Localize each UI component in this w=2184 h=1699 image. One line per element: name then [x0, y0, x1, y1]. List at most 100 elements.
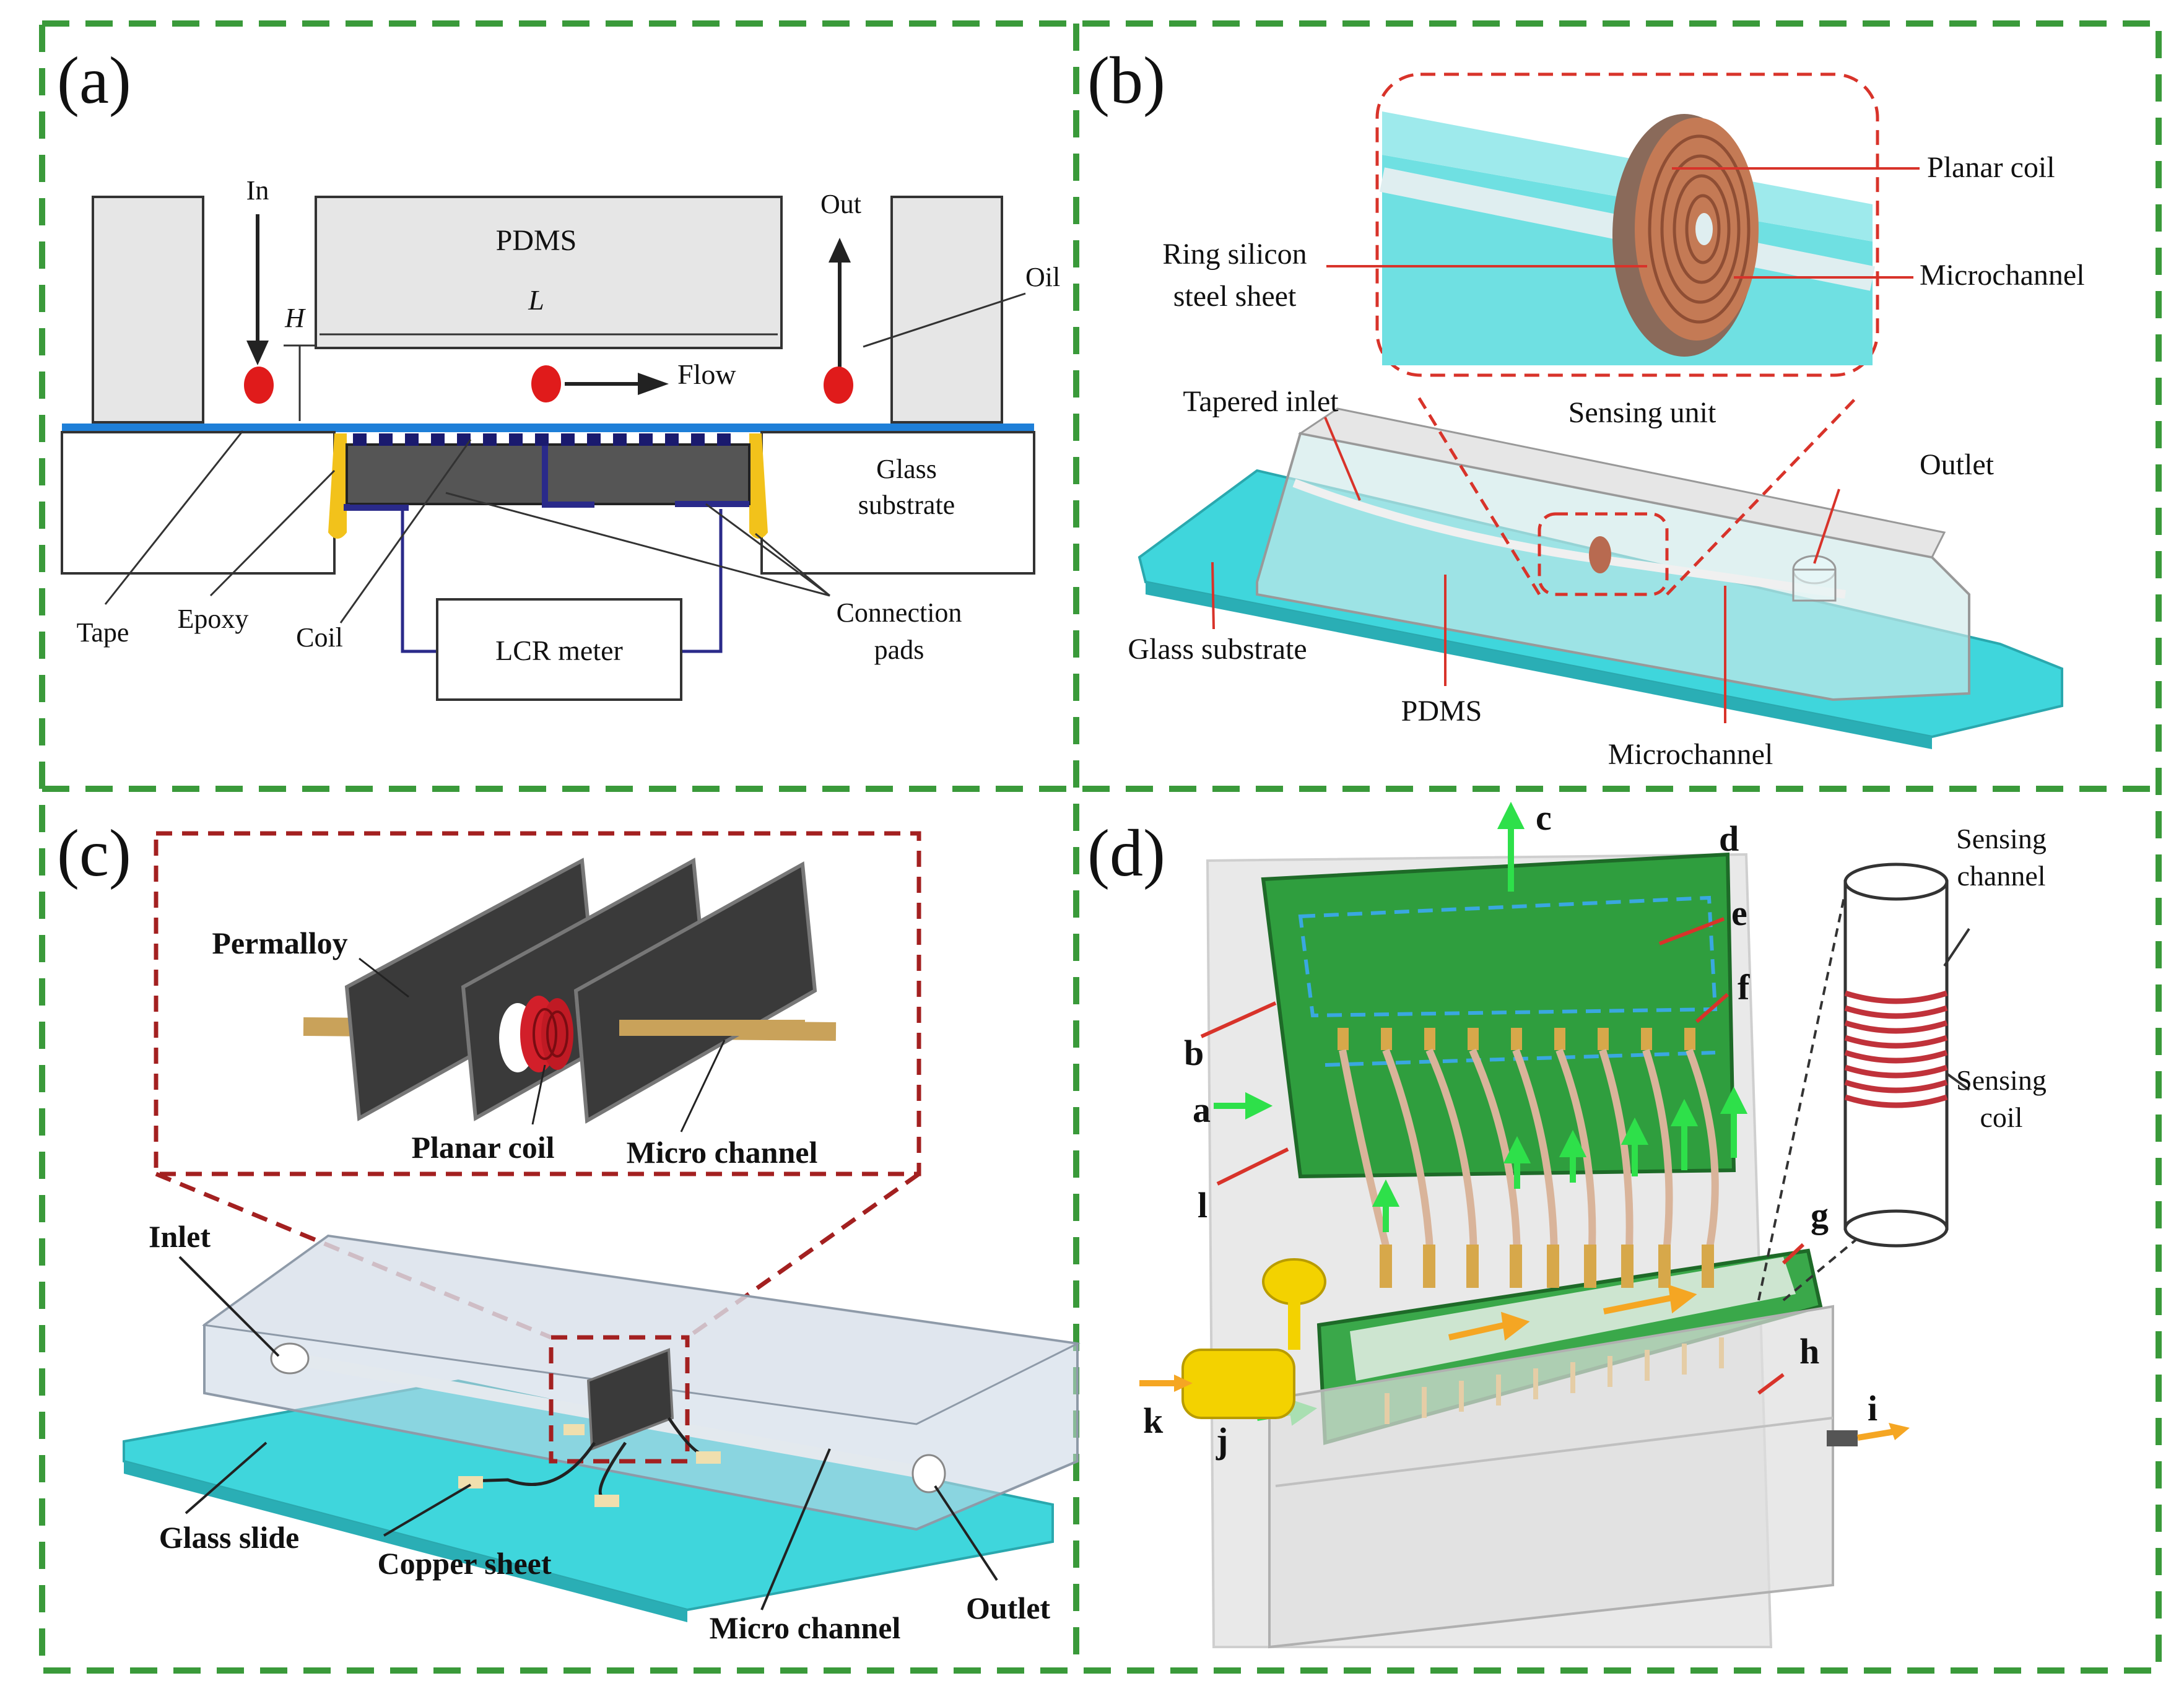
- panel-a-pointers: [104, 430, 830, 624]
- yellow-inlet: [1181, 1349, 1295, 1419]
- zoom-region-b: [1538, 512, 1669, 596]
- ring-label-2: steel sheet: [1173, 280, 1297, 313]
- microchannel-label-bottom: Microchannel: [1608, 738, 1773, 771]
- glass-left: [61, 431, 336, 575]
- pdms-top-b: [1298, 407, 1946, 558]
- letter-b: b: [1184, 1033, 1204, 1073]
- letter-c: c: [1536, 797, 1552, 838]
- outlet-label-b: Outlet: [1920, 448, 1995, 481]
- flow-arrows-orange: [1448, 1284, 1697, 1341]
- letter-e: e: [1731, 893, 1747, 933]
- letter-a: a: [1193, 1090, 1211, 1130]
- permalloy-label: Permalloy: [212, 926, 347, 960]
- epoxy-left: [328, 433, 347, 539]
- coil-label: Coil: [296, 622, 343, 653]
- letter-d: d: [1719, 819, 1739, 859]
- flow-arrow-head: [638, 373, 669, 395]
- coil-rings: [1648, 134, 1751, 324]
- coil-turns: [353, 433, 731, 446]
- microchannel-label-top: Microchannel: [1920, 259, 2085, 292]
- panel-b: (b): [1087, 44, 2085, 771]
- planar-coil-label-c: Planar coil: [411, 1130, 554, 1165]
- permalloy-plate-3: [573, 861, 817, 1124]
- panel-d: (d): [1087, 797, 2047, 1649]
- inlet-opening: [270, 1342, 310, 1375]
- lcr-meter: [436, 598, 682, 701]
- zoom-lines-d: [1757, 891, 1859, 1301]
- glass-right: [760, 431, 1035, 575]
- panel-b-pointers: [1211, 167, 1920, 723]
- right-block: [890, 196, 1003, 424]
- out-arrow-head: [829, 238, 851, 263]
- sensing-channel-label-1: Sensing: [1956, 823, 2047, 854]
- small-coil-b: [1589, 536, 1611, 573]
- letter-k: k: [1143, 1401, 1164, 1441]
- pcb-dashed-region: [1298, 895, 1718, 1018]
- pdms-label: PDMS: [496, 224, 577, 257]
- zoom-region-c: [549, 1335, 690, 1464]
- height-label: H: [284, 303, 306, 333]
- copper-wire-1: [470, 1441, 596, 1486]
- oil-pointer: [863, 292, 1026, 348]
- panel-d-tag: (d): [1087, 817, 1165, 890]
- panel-c-tag: (c): [57, 817, 131, 890]
- small-plate-c: [586, 1348, 674, 1451]
- copper-pad-1: [458, 1476, 483, 1488]
- panel-borders: [39, 20, 2162, 1674]
- sensing-channel-label-2: channel: [1957, 860, 2045, 892]
- pads-label-1: Connection: [837, 597, 962, 628]
- zoom-lines-b: [1416, 395, 1859, 596]
- outlet-opening: [911, 1454, 946, 1493]
- glass-slide-edge: [124, 1461, 687, 1622]
- letter-i: i: [1868, 1388, 1877, 1428]
- ring-label-1: Ring silicon: [1162, 238, 1307, 271]
- panel-c-pointers: [178, 1256, 998, 1610]
- planar-coil-label-b: Planar coil: [1927, 151, 2055, 184]
- panel-d-letters: a b c d e f g h i j k l: [1143, 797, 1877, 1461]
- epoxy-right: [749, 433, 768, 539]
- outlet-pipe: [1827, 1430, 1858, 1446]
- droplet-out: [824, 367, 853, 404]
- droplet-flow: [531, 365, 561, 402]
- bar-connectors: [1380, 1245, 1714, 1288]
- panel-b-tag: (b): [1087, 44, 1165, 118]
- glass-substrate-edge: [1146, 582, 1932, 749]
- oil-label: Oil: [1025, 262, 1060, 292]
- letter-j: j: [1216, 1420, 1228, 1461]
- copper-pad-4: [563, 1424, 585, 1435]
- coax-cables: [1339, 1048, 1719, 1264]
- lcr-label: LCR meter: [495, 635, 623, 666]
- inlet-label-c: Inlet: [149, 1219, 211, 1254]
- copper-pad-2: [594, 1495, 619, 1507]
- left-block: [92, 196, 204, 424]
- tape-label: Tape: [77, 617, 129, 648]
- glass-substrate-label-b: Glass substrate: [1128, 633, 1307, 666]
- inset-box-c: [154, 831, 921, 1176]
- micro-channel-label-bottom: Micro channel: [710, 1610, 901, 1645]
- out-label: Out: [820, 189, 861, 219]
- panel-c: (c) Permalloy Planar coil Micro channel: [57, 817, 1081, 1645]
- tapered-inlet-label: Tapered inlet: [1183, 385, 1339, 418]
- droplet-in: [244, 367, 274, 404]
- tape-layer: [62, 424, 1034, 432]
- glass-slide-label: Glass slide: [159, 1520, 299, 1555]
- pdms-block: [315, 196, 783, 349]
- epoxy-label: Epoxy: [178, 604, 249, 634]
- pcb-connectors: [1338, 1028, 1695, 1050]
- lcr-wiring: [401, 509, 723, 653]
- letter-g: g: [1811, 1195, 1829, 1235]
- micro-channel-label-top: Micro channel: [627, 1135, 818, 1170]
- flow-label: Flow: [677, 358, 736, 390]
- in-label: In: [246, 175, 269, 206]
- pads-label-2: pads: [874, 635, 925, 665]
- copper-pad-3: [696, 1451, 721, 1464]
- microchannel-b: [1292, 479, 1846, 599]
- letter-f: f: [1738, 967, 1750, 1007]
- sensing-tube: [1350, 1257, 1796, 1381]
- glass-label-1: Glass: [876, 454, 937, 484]
- letter-l: l: [1198, 1185, 1207, 1225]
- coil-traces: [344, 446, 749, 511]
- sensing-coil-label-2: coil: [1980, 1102, 2023, 1133]
- letter-h: h: [1799, 1331, 1819, 1371]
